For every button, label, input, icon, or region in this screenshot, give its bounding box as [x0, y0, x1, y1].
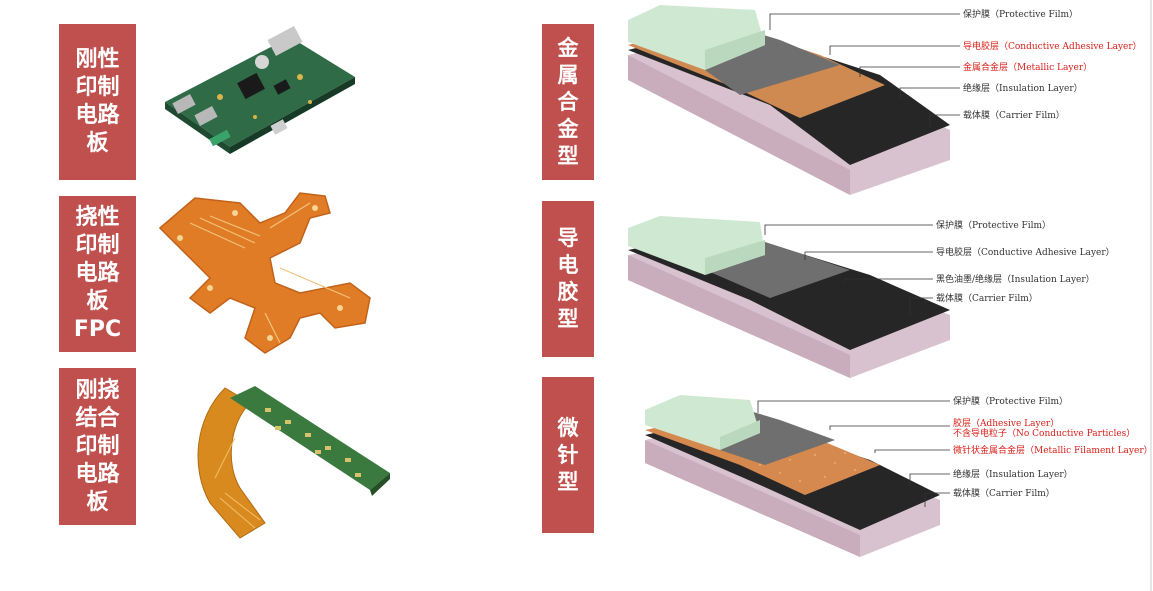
label-metal-alloy-type-text: 金 属 合 金 型 [557, 35, 579, 168]
annotation-carrier-film: 载体膜（Carrier Film） [963, 109, 1065, 121]
annotation-metallic-layer: 金属合金层（Metallic Layer） [963, 61, 1092, 73]
label-metal-alloy-type: 金 属 合 金 型 [542, 24, 594, 180]
metal-alloy-layer-diagram: 保护膜（Protective Film） 导电胶层（Conductive Adh… [628, 5, 1142, 195]
annotation-protective-film: 保护膜（Protective Film） [953, 395, 1068, 407]
label-rigid-flex-pcb: 刚挠 结合 印制 电路 板 [59, 368, 136, 525]
annotation-metallic-filament-layer: 微针状金属合金层（Metallic Filament Layer） [953, 444, 1150, 456]
label-rigid-flex-pcb-text: 刚挠 结合 印制 电路 板 [75, 377, 120, 515]
annotation-protective-film: 保护膜（Protective Film） [963, 8, 1078, 20]
conductive-adhesive-layer-diagram: 保护膜（Protective Film） 导电胶层（Conductive Adh… [628, 216, 1115, 378]
label-micro-needle-type-text: 微 针 型 [557, 415, 579, 494]
right-border-line [1150, 0, 1152, 591]
flex-pcb-image [158, 192, 371, 354]
rigid-pcb-image [165, 26, 355, 154]
annotation-insulation-layer: 黑色油墨/绝缘层（Insulation Layer） [936, 273, 1095, 285]
label-flex-pcb-text: 挠性 印制 电路 板 FPC [73, 205, 122, 342]
annotation-conductive-adhesive: 导电胶层（Conductive Adhesive Layer） [963, 40, 1142, 52]
annotation-conductive-adhesive: 导电胶层（Conductive Adhesive Layer） [936, 246, 1115, 258]
annotation-insulation-layer: 绝缘层（Insulation Layer） [953, 468, 1073, 480]
label-conductive-adhesive-type: 导 电 胶 型 [542, 201, 594, 357]
label-rigid-pcb: 刚性 印制 电路 板 [59, 24, 136, 180]
label-micro-needle-type: 微 针 型 [542, 377, 594, 533]
annotation-no-conductive-particles: 不含导电粒子（No Conductive Particles） [953, 427, 1135, 439]
annotation-carrier-film: 载体膜（Carrier Film） [936, 292, 1038, 304]
annotation-carrier-film: 载体膜（Carrier Film） [953, 487, 1055, 499]
label-conductive-adhesive-type-text: 导 电 胶 型 [557, 226, 579, 331]
annotation-adhesive-layer: 胶层（Adhesive Layer） [953, 417, 1059, 429]
annotation-protective-film: 保护膜（Protective Film） [936, 219, 1051, 231]
rigid-flex-pcb-image [197, 386, 390, 539]
label-flex-pcb: 挠性 印制 电路 板 FPC [59, 196, 136, 352]
annotation-insulation-layer: 绝缘层（Insulation Layer） [963, 82, 1083, 94]
label-rigid-pcb-text: 刚性 印制 电路 板 [75, 47, 120, 156]
micro-needle-layer-diagram: 保护膜（Protective Film） 胶层（Adhesive Layer） … [645, 395, 1150, 557]
